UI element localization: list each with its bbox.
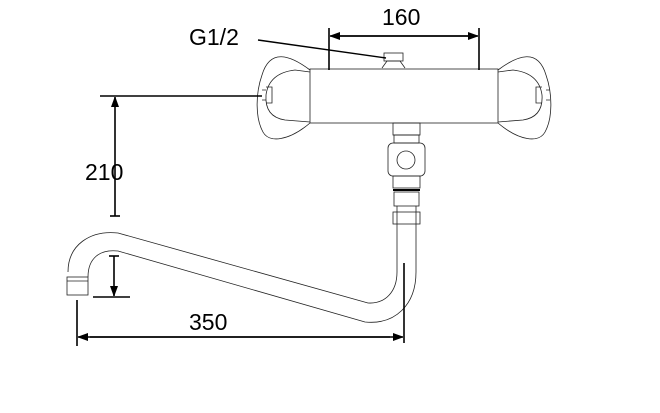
dimension-210 (100, 95, 262, 217)
dimension-160 (328, 28, 480, 70)
spout-reach-dimension-label: 350 (189, 309, 228, 335)
spout (66, 230, 417, 323)
height-dimension-label: 210 (85, 159, 124, 185)
connection-leader-line (257, 39, 387, 59)
valve-connector (387, 122, 426, 230)
mixer-body (309, 52, 499, 124)
dimension-350 (76, 263, 405, 346)
left-handle (256, 56, 311, 140)
connection-size-label: G1/2 (189, 24, 239, 50)
centers-dimension-label: 160 (382, 4, 421, 30)
dimension-spout-outlet (93, 255, 130, 298)
right-handle (497, 56, 552, 140)
